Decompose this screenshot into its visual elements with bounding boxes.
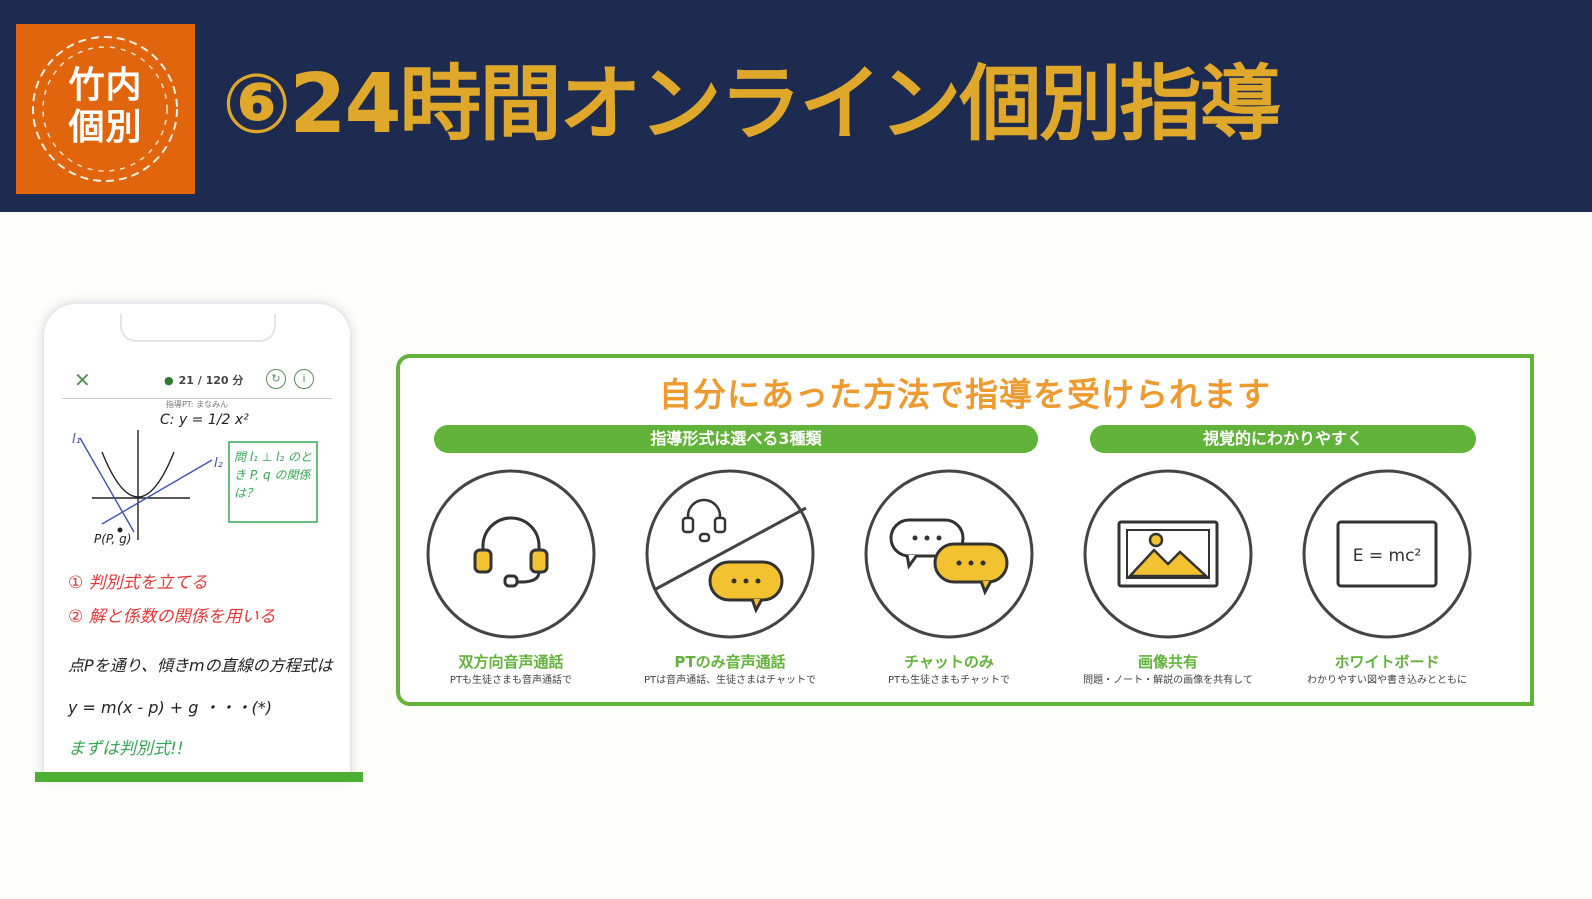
phone-mockup: ✕ 21 / 120 分 ↻ i 指導PT: まなみん C: y = 1/2 x… [42,302,352,780]
feature-desc: PTは音声通話、生徒さまはチャットで [643,675,817,686]
phone-app-bar: ✕ 21 / 120 分 ↻ i [62,362,332,398]
whiteboard-icon: E = mc² [1302,469,1472,639]
feature-item-image: 画像共有 問題・ノート・解説の画像を共有して [1068,468,1268,688]
note-line-1: 点Pを通り、傾きmの直線の方程式は [68,656,333,675]
panel-title: 自分にあった方法で指導を受けられます [659,375,1271,414]
rotate-icon[interactable]: ↻ [266,369,286,389]
feature-label: 双方向音声通話 [458,653,564,671]
headset-chat-split-icon [645,469,815,639]
feature-item-voice-pt: PTのみ音声通話 PTは音声通話、生徒さまはチャットで [630,468,830,688]
whiteboard-formula: E = mc² [1353,546,1422,566]
feature-desc: PTも生徒さまも音声通話で [449,675,573,686]
curve-label: C: y = 1/2 x² [160,412,249,428]
question-box-text: 問 l₁ ⊥ l₂ のとき P, q の関係は？ [234,450,313,500]
chat-bubbles-icon [864,469,1034,639]
line-label-l1: l₁ [72,432,81,447]
handwritten-note: C: y = 1/2 x² l₁ l₂ P(P, g) 問 l₁ ⊥ l₂ のと… [62,412,333,759]
feature-panel: 自分にあった方法で指導を受けられます 指導形式は選べる3種類 視覚的にわかりやす… [396,354,1534,706]
timer-label: 21 / 120 分 [164,372,244,388]
feature-desc: 問題・ノート・解説の画像を共有して [1083,675,1253,686]
page-title: ⑥24時間オンライン個別指導 [222,57,1282,152]
logo: 竹内個別 [16,24,195,194]
tutor-label: 指導PT: まなみん [62,398,332,411]
header-banner: 竹内個別 ⑥24時間オンライン個別指導 [0,0,1592,212]
feature-label: チャットのみ [904,653,994,671]
note-line-2: y = m(x - p) + g ・・・(*) [68,698,272,717]
headset-icon [426,469,596,639]
close-icon[interactable]: ✕ [74,368,91,392]
feature-desc: わかりやすい図や書き込みとともに [1307,675,1467,686]
feature-item-chat: チャットのみ PTも生徒さまもチャットで [849,468,1049,688]
graph-sketch [79,430,318,540]
pill-visual: 視覚的にわかりやすく [1090,425,1476,453]
phone-notch [120,314,276,342]
point-label: P(P, g) [94,532,132,546]
feature-label: 画像共有 [1137,653,1198,671]
feature-label: PTのみ音声通話 [674,653,786,671]
phone-green-strip [35,772,363,782]
feature-item-whiteboard: E = mc² ホワイトボード わかりやすい図や書き込みとともに [1287,468,1487,688]
image-icon [1083,469,1253,639]
feature-desc: PTも生徒さまもチャットで [887,675,1011,686]
laurel-wreath-icon [32,36,178,182]
line-label-l2: l₂ [214,456,223,471]
note-step-1: ① 判別式を立てる [68,573,208,593]
info-icon[interactable]: i [294,369,314,389]
feature-item-voice-both: 双方向音声通話 PTも生徒さまも音声通話で [411,468,611,688]
note-step-2: ② 解と係数の関係を用いる [68,607,276,627]
feature-label: ホワイトボード [1334,653,1440,671]
pill-format-types: 指導形式は選べる3種類 [434,425,1038,453]
note-line-3: まずは判別式!! [68,739,184,759]
logo-text: 竹内個別 [68,64,143,148]
